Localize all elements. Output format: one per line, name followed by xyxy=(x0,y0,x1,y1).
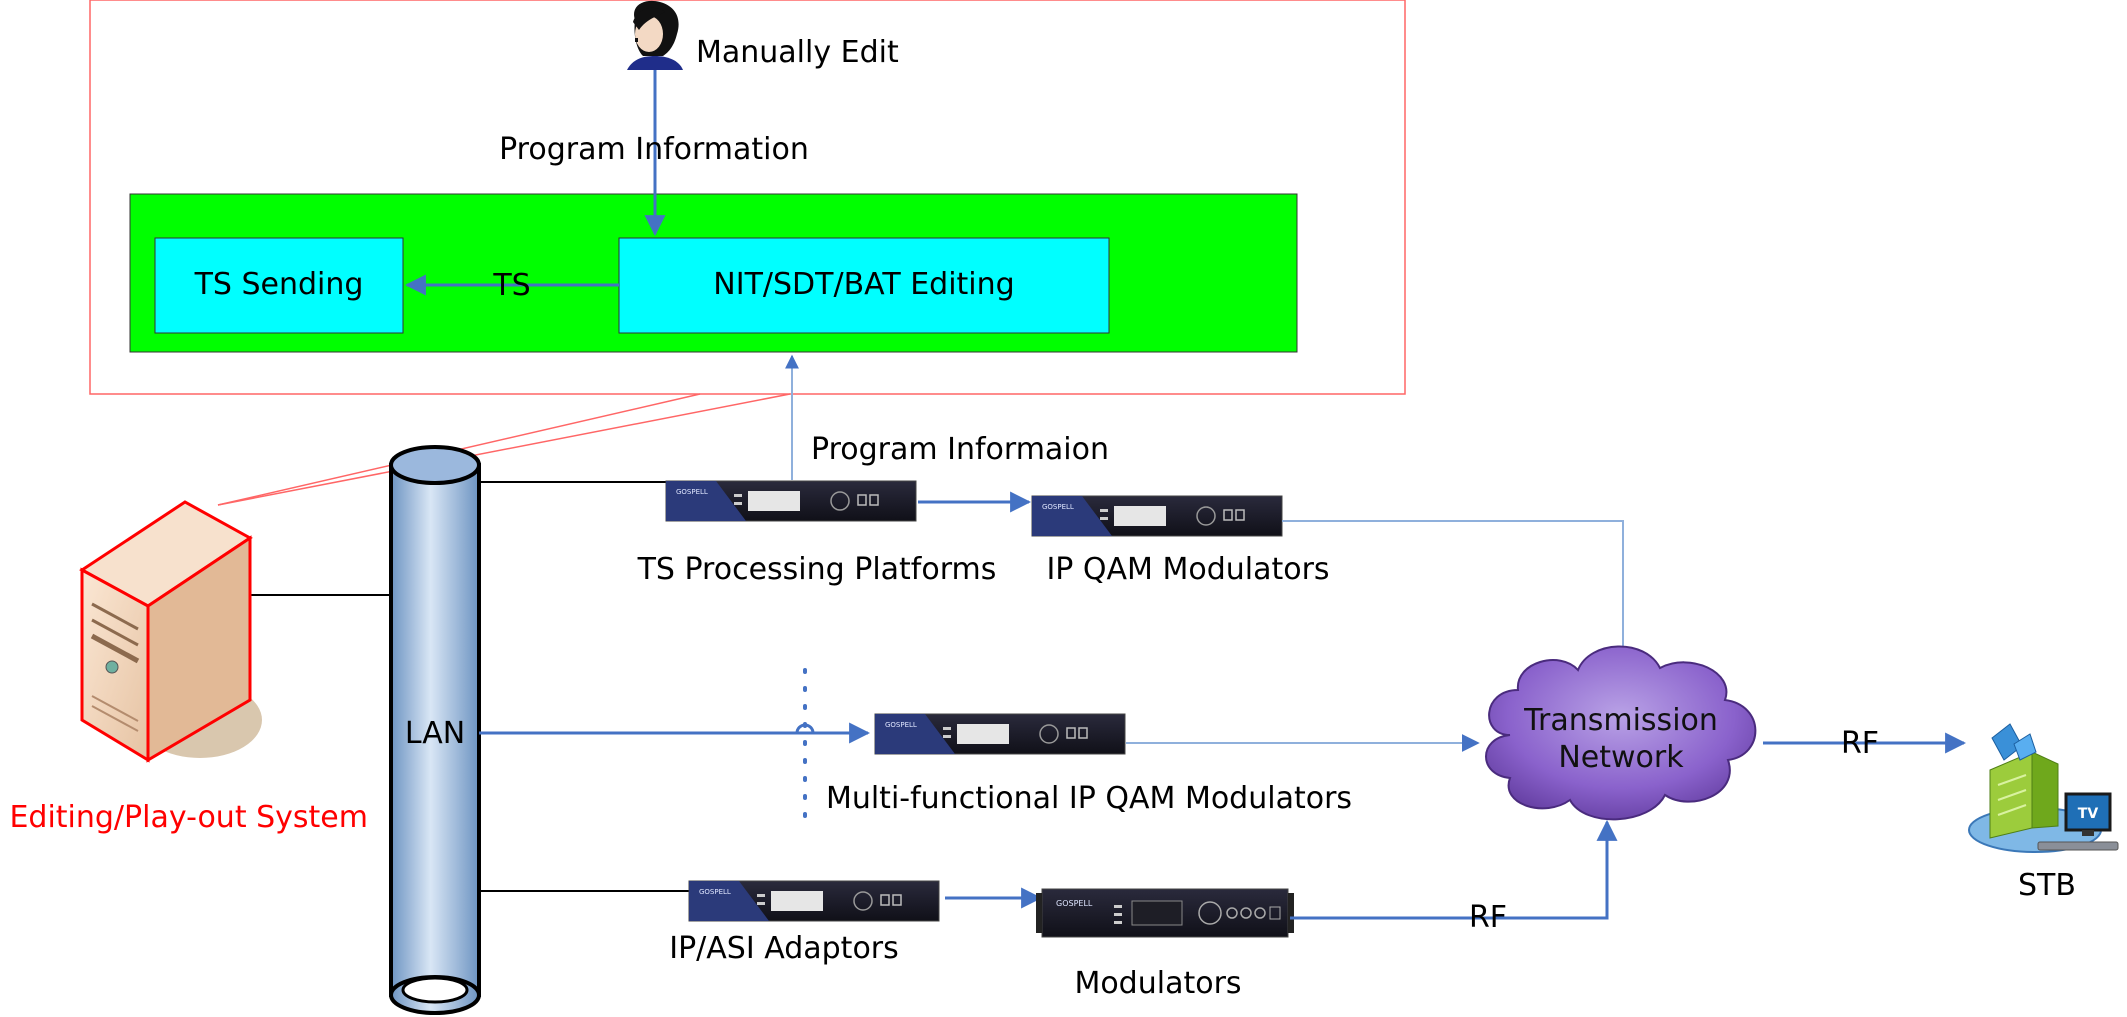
stb-label: STB xyxy=(2018,868,2076,903)
modulators-label: Modulators xyxy=(1074,966,1241,1001)
cloud-icon xyxy=(1485,645,1757,821)
si-system-label: SI Editing/Play-out System xyxy=(0,800,368,835)
rf-top-label: RF xyxy=(1841,726,1879,761)
ts-label: TS xyxy=(492,268,530,303)
ip-asi-adaptor-device[interactable]: GOSPELL xyxy=(688,880,940,922)
ts-sending-box[interactable] xyxy=(154,237,404,334)
transmission-network-label-line1: Transmission xyxy=(1523,703,1718,738)
manually-edit-label: Manually Edit xyxy=(696,35,899,70)
server-icon xyxy=(79,500,262,763)
modulator-device[interactable]: GOSPELL xyxy=(1036,888,1294,938)
brand-text: GOSPELL xyxy=(1042,503,1074,511)
program-information-label: Program Information xyxy=(499,132,809,167)
ip-qam-modulator-device[interactable]: GOSPELL xyxy=(1031,495,1283,537)
program-informaion-label: Program Informaion xyxy=(811,432,1109,467)
lan-pipe xyxy=(389,445,481,1015)
nit-sdt-bat-editing-box[interactable] xyxy=(618,237,1110,334)
ts-sending-label: TS Sending xyxy=(194,267,364,302)
brand-text: GOSPELL xyxy=(676,488,708,496)
brand-text: GOSPELL xyxy=(1056,899,1093,908)
ts-processing-platforms-label: TS Processing Platforms xyxy=(637,552,997,587)
ip-asi-adaptors-label: IP/ASI Adaptors xyxy=(669,931,899,966)
tv-icon: TV xyxy=(2064,792,2112,836)
multi-functional-ip-qam-modulator-device[interactable]: GOSPELL xyxy=(874,713,1126,755)
multi-functional-ip-qam-modulators-label: Multi-functional IP QAM Modulators xyxy=(826,781,1352,816)
nit-sdt-bat-editing-label: NIT/SDT/BAT Editing xyxy=(713,267,1014,302)
lan-label: LAN xyxy=(405,716,465,751)
brand-text: GOSPELL xyxy=(699,888,731,896)
rf-bottom-label: RF xyxy=(1469,900,1507,935)
callout-line-2 xyxy=(217,393,791,506)
ipqam-to-network-line xyxy=(1282,520,1632,668)
stb-building-icon xyxy=(1968,723,2119,853)
modulator-to-network-line xyxy=(1290,819,1618,920)
transmission-network-label-line2: Network xyxy=(1558,740,1684,775)
ts-processing-platform-device[interactable]: GOSPELL xyxy=(665,480,917,522)
editing-detail-box xyxy=(89,0,1406,395)
tv-label: TV xyxy=(2078,806,2099,822)
ip-qam-modulators-label: IP QAM Modulators xyxy=(1046,552,1329,587)
person-icon xyxy=(627,0,683,70)
brand-text: GOSPELL xyxy=(885,721,917,729)
